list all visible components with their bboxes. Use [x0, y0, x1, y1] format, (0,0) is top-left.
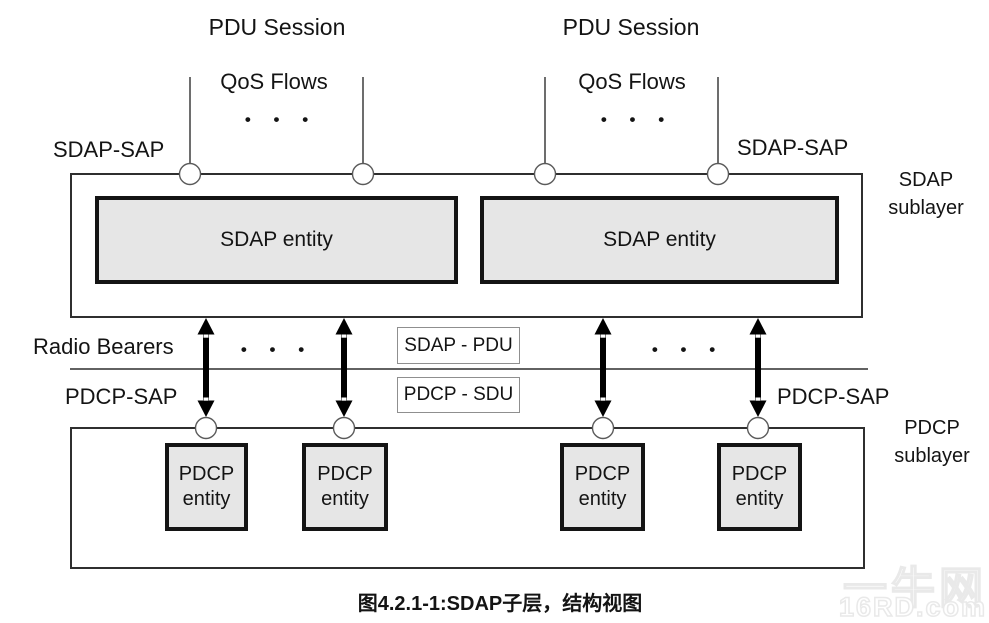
sdap-sap-label-right: SDAP-SAP [737, 135, 849, 160]
sdap-entity-label-1: SDAP entity [220, 228, 333, 251]
qos-flows-ellipsis-2: • • • [600, 110, 674, 129]
pdu-session-label-1: PDU Session [208, 14, 346, 40]
pdcp-entity-box-4: PDCP entity [717, 443, 802, 531]
figure-caption: 图4.2.1-1:SDAP子层，结构视图 [357, 593, 643, 615]
qos-flows-label-2: QoS Flows [578, 69, 686, 94]
qos-flows-ellipsis-1: • • • [244, 110, 318, 129]
pdcp-entity-label-3: PDCP entity [574, 463, 631, 510]
radio-bearer-arrow [197, 318, 215, 417]
radio-bearer-arrow [335, 318, 353, 417]
pdcp-sap-label-right: PDCP-SAP [777, 384, 890, 409]
radio-bearers-label: Radio Bearers [33, 334, 174, 359]
sdap-pdu-label: SDAP - PDU [404, 334, 513, 356]
pdcp-entity-box-3: PDCP entity [560, 443, 645, 531]
pdu-session-label-2: PDU Session [562, 14, 700, 40]
pdcp-sap-label-left: PDCP-SAP [65, 384, 178, 409]
sdap-entity-box-1: SDAP entity [95, 196, 458, 284]
sdap-sap-label-left: SDAP-SAP [53, 137, 165, 162]
radio-bearer-arrow [749, 318, 767, 417]
watermark-url: 16RD.com [838, 591, 987, 623]
pdcp-entity-label-2: PDCP entity [317, 463, 373, 510]
sdap-pdu-box: SDAP - PDU [397, 327, 520, 364]
pdcp-sublayer-side-label: PDCP sublayer [894, 417, 970, 467]
radio-bearers-ellipsis-right: • • • [651, 340, 725, 359]
pdcp-entity-label-1: PDCP entity [178, 463, 235, 510]
sdap-entity-box-2: SDAP entity [480, 196, 839, 284]
qos-flows-label-1: QoS Flows [220, 69, 328, 94]
pdcp-entity-label-4: PDCP entity [731, 463, 788, 510]
pdcp-entity-box-2: PDCP entity [302, 443, 388, 531]
pdcp-entity-box-1: PDCP entity [165, 443, 248, 531]
sdap-sublayer-side-label: SDAP sublayer [888, 169, 964, 219]
radio-bearer-arrow [594, 318, 612, 417]
sdap-entity-label-2: SDAP entity [603, 228, 716, 251]
pdcp-sdu-label: PDCP - SDU [403, 384, 514, 405]
pdcp-sdu-box: PDCP - SDU [397, 377, 520, 413]
radio-bearers-ellipsis-left: • • • [240, 340, 314, 359]
